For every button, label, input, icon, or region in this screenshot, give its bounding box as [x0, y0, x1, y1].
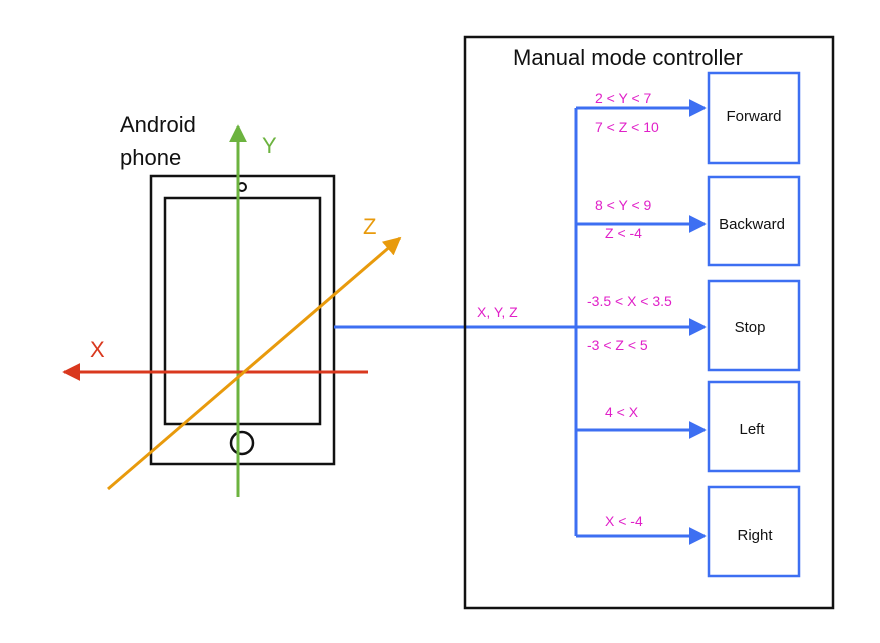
condition-stop-2: -3 < Z < 5 — [587, 337, 648, 353]
phone-screen — [163, 196, 322, 426]
condition-stop-1: -3.5 < X < 3.5 — [587, 293, 672, 309]
command-right: X < -4 Right — [576, 485, 801, 578]
signal-label: X, Y, Z — [477, 304, 518, 320]
phone-label-line1: Android — [120, 112, 196, 137]
controller-box — [463, 35, 835, 610]
command-left: 4 < X Left — [576, 380, 801, 473]
condition-left-1: 4 < X — [605, 404, 639, 420]
backward-button[interactable] — [707, 175, 801, 267]
forward-button[interactable] — [707, 71, 801, 165]
right-button-label: Right — [737, 527, 773, 544]
condition-forward-1: 2 < Y < 7 — [595, 90, 652, 106]
z-axis-arrow — [107, 236, 402, 491]
stop-button[interactable] — [707, 279, 801, 372]
forward-button-label: Forward — [726, 108, 781, 125]
x-axis-label: X — [90, 337, 105, 362]
command-forward: 2 < Y < 7 7 < Z < 10 Forward — [576, 71, 801, 165]
controller-title: Manual mode controller — [513, 45, 743, 70]
phone-home-button — [229, 430, 255, 456]
stop-button-label: Stop — [735, 319, 766, 336]
y-axis-label: Y — [262, 133, 277, 158]
condition-backward-1: 8 < Y < 9 — [595, 197, 652, 213]
condition-forward-2: 7 < Z < 10 — [595, 119, 659, 135]
condition-backward-2: Z < -4 — [605, 225, 642, 241]
phone-label-line2: phone — [120, 145, 181, 170]
phone-body — [149, 174, 336, 466]
left-button-label: Left — [739, 421, 765, 438]
command-backward: 8 < Y < 9 Z < -4 Backward — [576, 175, 801, 267]
android-phone — [149, 174, 336, 466]
z-axis-label: Z — [363, 214, 376, 239]
command-stop: -3.5 < X < 3.5 -3 < Z < 5 Stop — [576, 279, 801, 372]
backward-button-label: Backward — [719, 216, 785, 233]
left-button[interactable] — [707, 380, 801, 473]
condition-right-1: X < -4 — [605, 513, 643, 529]
right-button[interactable] — [707, 485, 801, 578]
